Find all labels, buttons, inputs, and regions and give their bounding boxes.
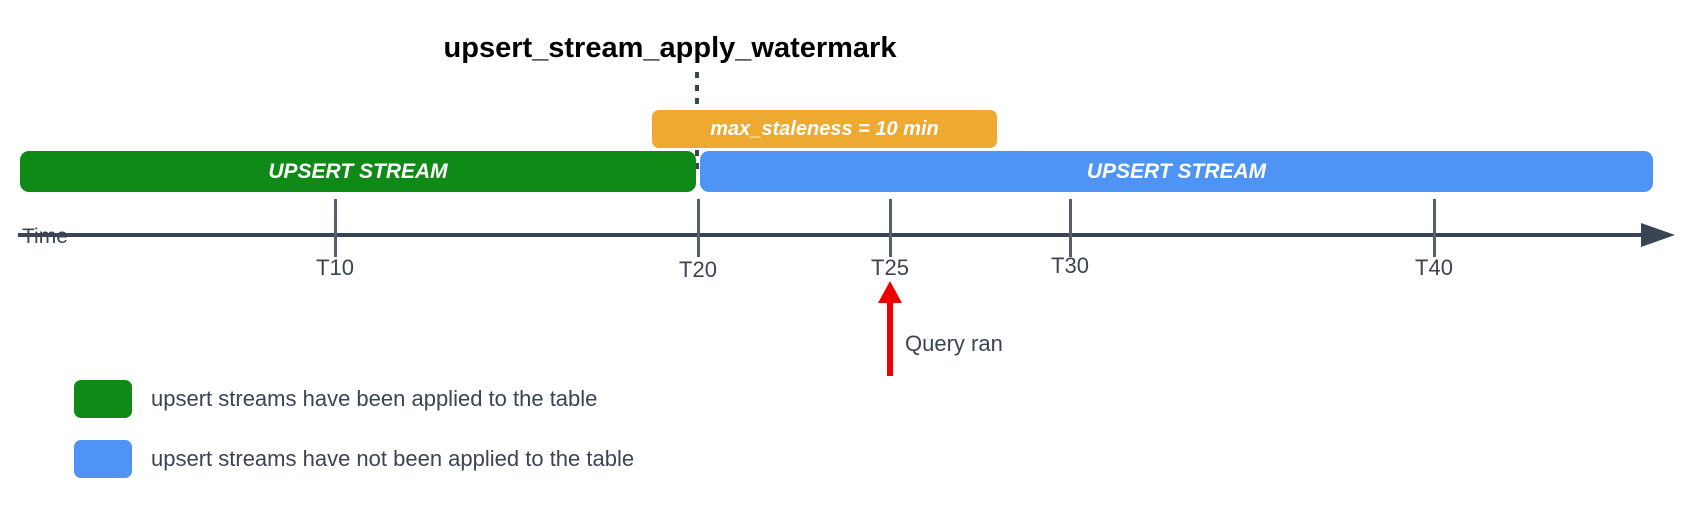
upsert-stream-applied-bar: UPSERT STREAM (20, 151, 696, 192)
time-axis-line (18, 233, 1646, 237)
axis-tick-t10 (334, 199, 337, 257)
upsert-stream-not-applied-bar: UPSERT STREAM (700, 151, 1653, 192)
max-staleness-bar-label: max_staleness = 10 min (710, 117, 939, 140)
time-axis-label: Time (22, 225, 68, 248)
axis-tick-t25 (889, 199, 892, 257)
query-ran-label: Query ran (905, 331, 1003, 356)
query-ran-arrowhead-icon (878, 281, 902, 303)
upsert-stream-applied-bar-label: UPSERT STREAM (268, 159, 448, 183)
axis-tick-t20 (697, 199, 700, 257)
legend-label-not-applied: upsert streams have not been applied to … (151, 446, 635, 471)
legend-swatch-applied (74, 380, 132, 418)
axis-tick-t30 (1069, 199, 1072, 257)
diagram-title: upsert_stream_apply_watermark (443, 32, 897, 64)
axis-tick-label-t20: T20 (679, 257, 717, 282)
time-axis-arrow-icon (1641, 223, 1675, 247)
axis-tick-label-t30: T30 (1051, 253, 1089, 278)
legend-label-applied: upsert streams have been applied to the … (151, 386, 598, 411)
axis-tick-label-t10: T10 (316, 255, 354, 280)
upsert-stream-not-applied-bar-label: UPSERT STREAM (1086, 159, 1267, 183)
legend-swatch-not-applied (74, 440, 132, 478)
max-staleness-bar: max_staleness = 10 min (652, 110, 997, 148)
axis-tick-t40 (1433, 199, 1436, 257)
query-ran-arrow-icon (887, 300, 893, 376)
axis-tick-label-t40: T40 (1415, 255, 1453, 280)
axis-tick-label-t25: T25 (871, 255, 909, 280)
